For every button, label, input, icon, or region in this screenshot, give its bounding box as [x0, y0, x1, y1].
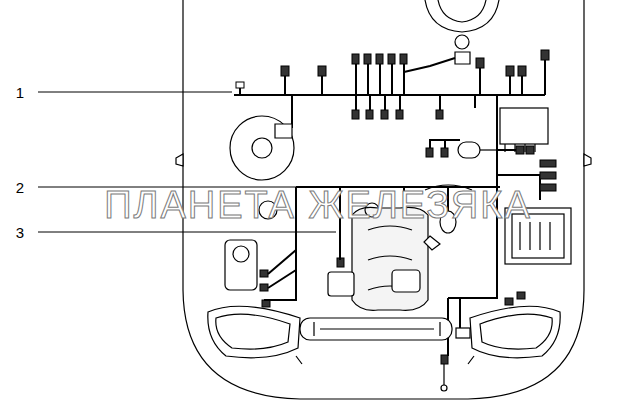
headlights: [480, 314, 552, 349]
fuse-box: [505, 144, 535, 152]
main-harness: [399, 95, 401, 112]
connectors: [236, 82, 244, 88]
radiator: [314, 322, 440, 336]
connectors: [376, 54, 383, 64]
steering-column: [425, 0, 499, 64]
fuse-box: [500, 108, 548, 152]
connectors: [262, 300, 270, 307]
connectors: [441, 355, 448, 364]
leader-lines: [38, 232, 336, 233]
connectors: [318, 66, 326, 76]
connectors: [260, 270, 268, 277]
main-harness: [474, 95, 476, 108]
callout-number: 3: [16, 225, 24, 240]
main-harness: [379, 60, 381, 95]
connectors: [517, 292, 525, 299]
connectors: [505, 298, 513, 305]
connectors: [518, 66, 526, 76]
brake-booster: [252, 138, 272, 158]
sensors: [392, 270, 420, 292]
connectors: [540, 160, 556, 167]
watermark-text: ПЛАНЕТА ЖЕЛЕЗЯКА: [104, 186, 532, 224]
relay: [458, 142, 497, 158]
brake-booster: [275, 124, 292, 138]
horn: [441, 385, 447, 391]
connectors: [540, 184, 556, 191]
connectors: [381, 110, 388, 119]
main-harness: [479, 64, 481, 95]
main-harness: [509, 74, 511, 95]
connectors: [516, 146, 524, 154]
connectors: [260, 284, 268, 291]
main-harness: [321, 74, 323, 95]
horn: [456, 328, 470, 338]
fuse-box: [500, 108, 548, 144]
battery: [520, 222, 550, 250]
headlights: [470, 306, 560, 358]
horn: [441, 328, 470, 391]
main-harness: [291, 95, 293, 128]
brake-booster: [230, 116, 294, 180]
brake-booster: [230, 116, 294, 180]
connectors: [396, 110, 403, 119]
washer-reservoir: [225, 240, 257, 290]
relay: [458, 142, 480, 158]
main-harness: [369, 95, 371, 112]
main-harness: [355, 60, 357, 95]
connectors: [388, 54, 395, 64]
washer-reservoir: [225, 240, 257, 290]
main-harness: [284, 74, 286, 95]
leader-lines: [38, 92, 232, 93]
main-harness: [544, 60, 546, 95]
steering-column: [455, 35, 469, 49]
main-harness: [384, 95, 386, 112]
secondary-harness: [459, 298, 461, 330]
connectors: [352, 110, 359, 119]
washer-reservoir: [233, 246, 249, 262]
steering-column: [425, 0, 499, 32]
main-harness: [404, 58, 455, 72]
car-body-outline: [584, 154, 591, 166]
connectors: [526, 146, 534, 154]
connectors: [281, 66, 289, 76]
car-body-outline: [176, 154, 183, 166]
connectors: [541, 50, 549, 60]
main-harness: [355, 95, 357, 112]
main-harness: [403, 60, 405, 95]
headlights: [216, 314, 290, 349]
main-harness: [239, 88, 241, 95]
connectors: [352, 54, 359, 64]
main-harness: [439, 95, 441, 112]
connectors: [366, 110, 373, 119]
throttle-sensor: [424, 236, 440, 250]
callout-number: 2: [16, 180, 24, 195]
connectors: [426, 148, 433, 157]
main-harness: [391, 60, 393, 95]
horn: [443, 364, 444, 386]
main-harness: [367, 60, 369, 95]
connectors: [364, 54, 371, 64]
steering-column: [438, 0, 486, 22]
connectors: [540, 172, 556, 179]
secondary-harness: [268, 250, 296, 288]
callout-number: 1: [16, 85, 24, 100]
relay: [480, 149, 497, 150]
radiator: [300, 318, 452, 340]
main-harness: [234, 94, 545, 96]
sensors: [328, 272, 354, 296]
steering-column: [455, 52, 470, 64]
connectors: [400, 54, 407, 64]
connectors: [506, 66, 514, 76]
main-harness: [521, 74, 523, 95]
headlights: [208, 306, 300, 358]
connectors: [441, 148, 448, 157]
connectors: [436, 110, 443, 119]
headlights: [296, 356, 474, 364]
connectors: [476, 58, 484, 68]
headlights: [208, 306, 560, 364]
radiator: [300, 318, 452, 340]
